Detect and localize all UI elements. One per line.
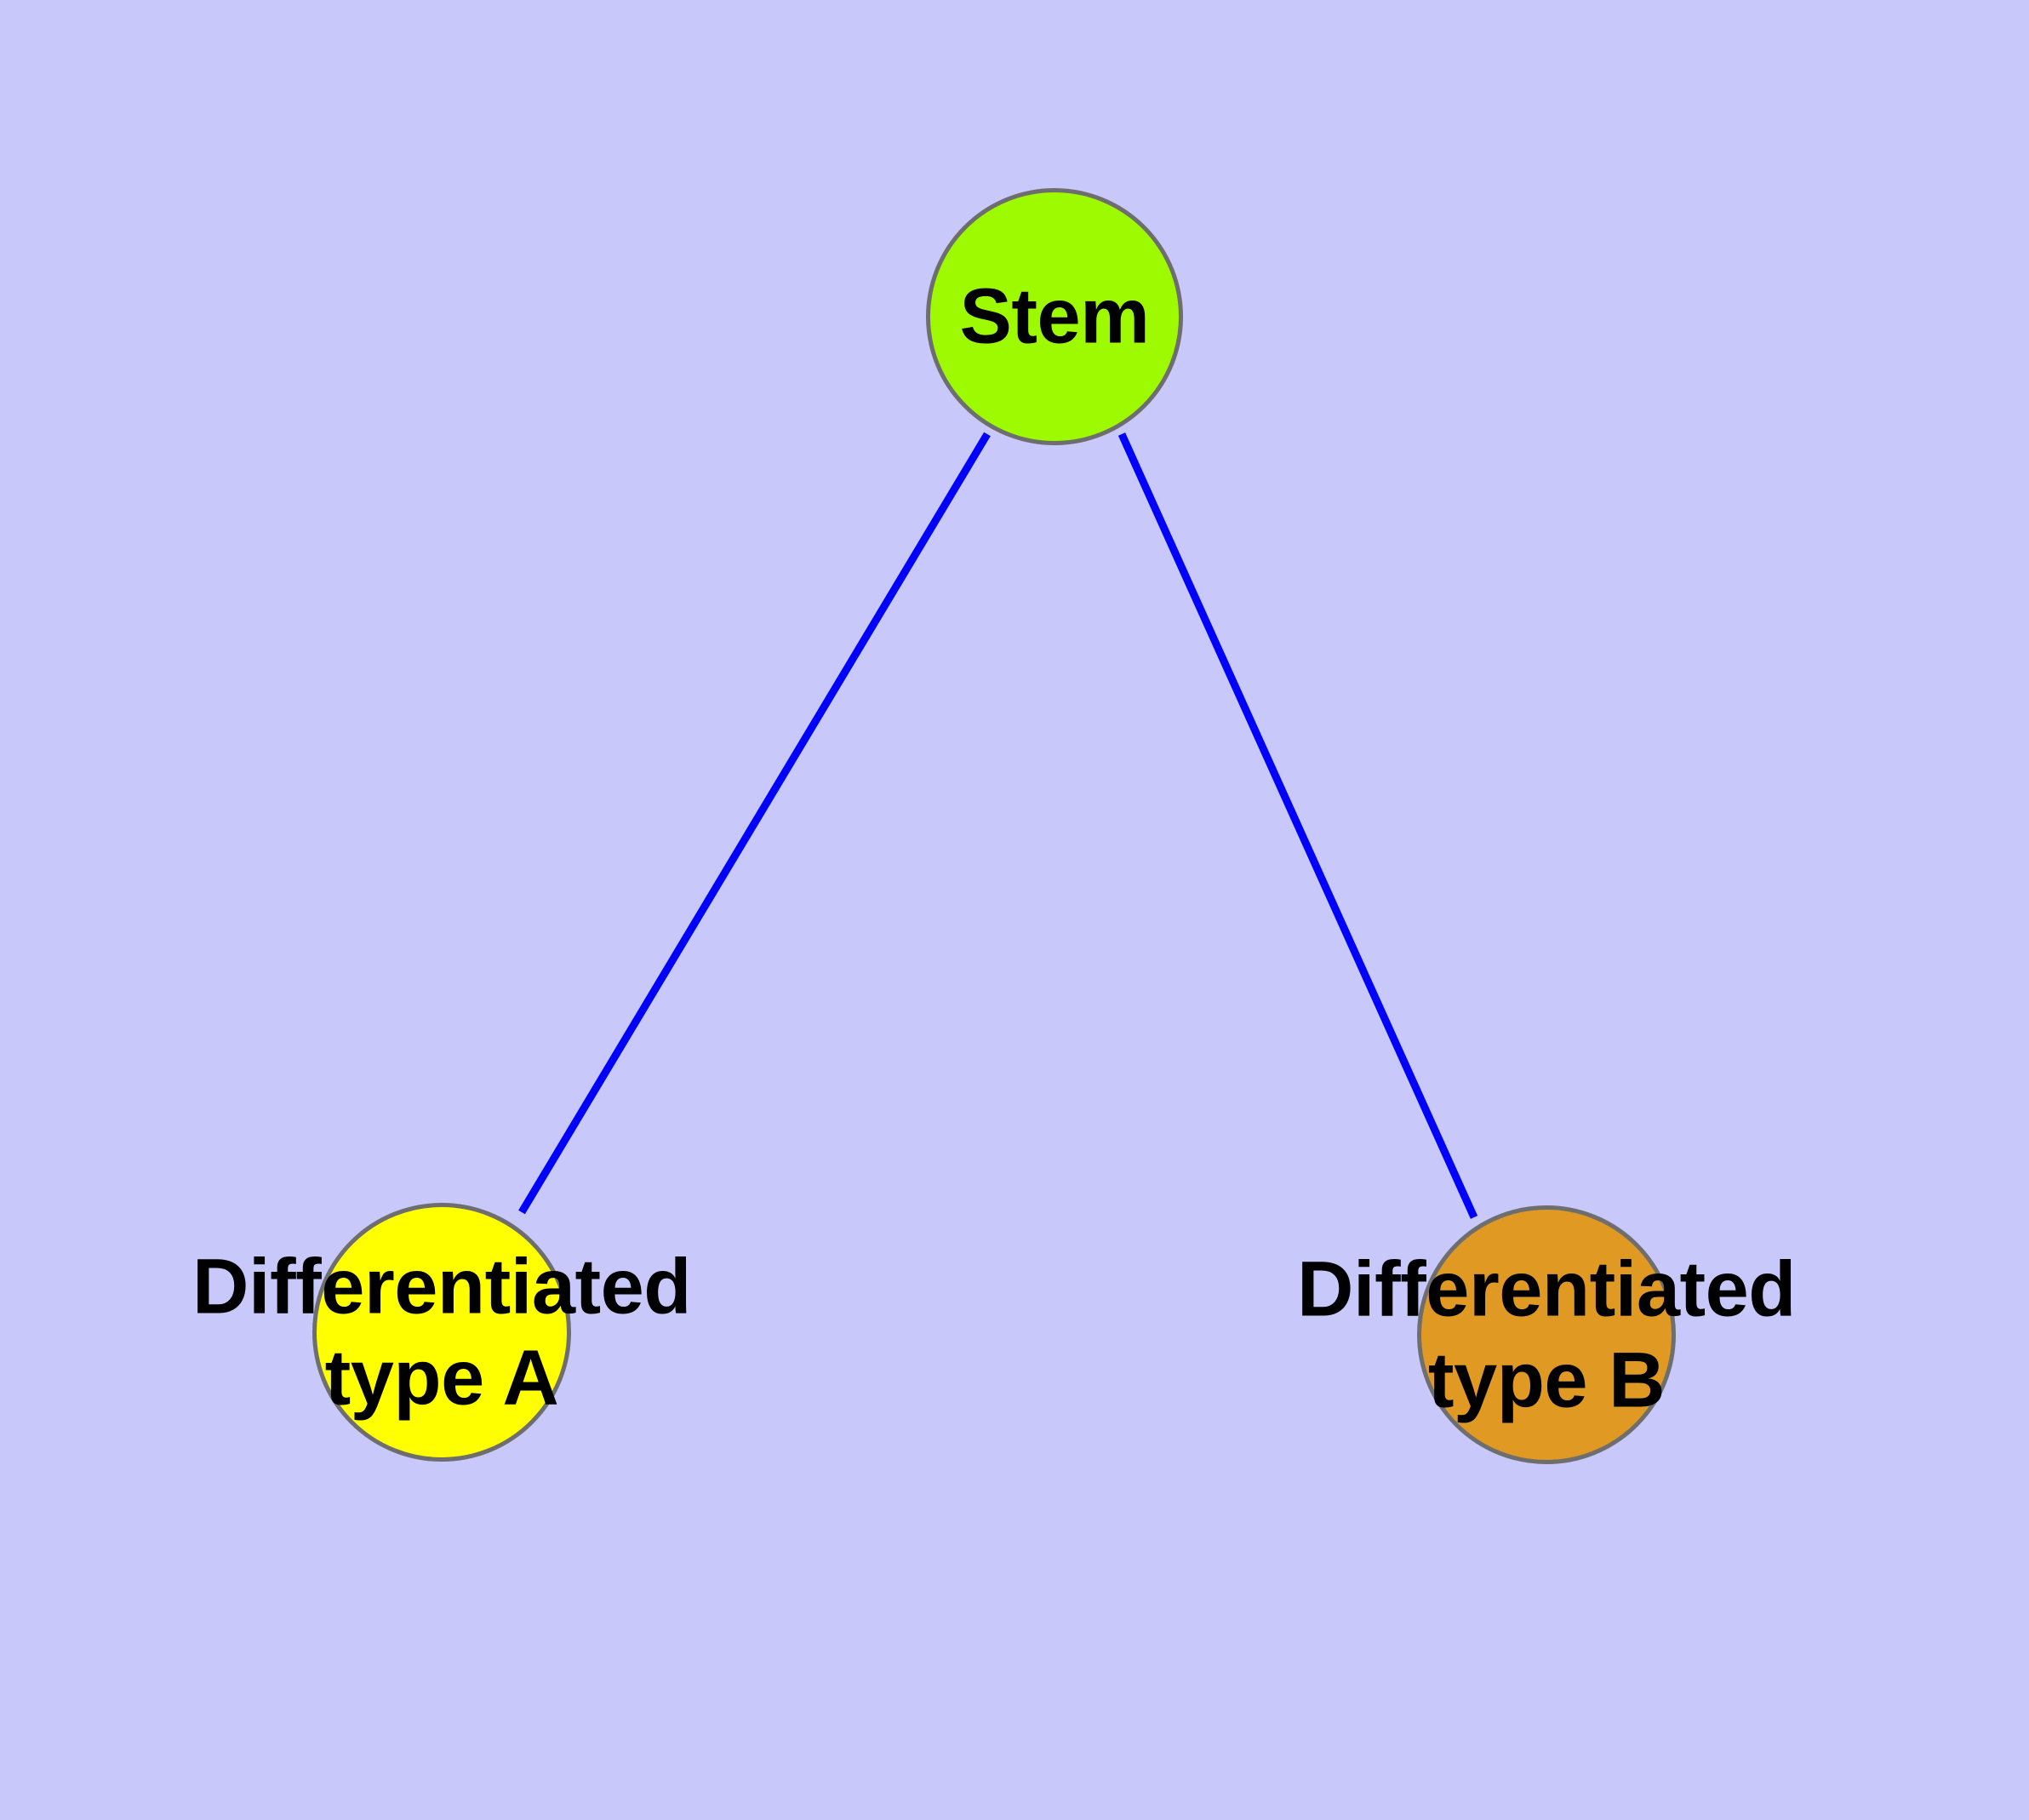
graph-node-label-diff_a: Differentiated type A xyxy=(192,1243,691,1421)
graph-node-diff_b[interactable]: Differentiated type B xyxy=(1297,1205,1796,1464)
graph-node-label-stem: Stem xyxy=(959,272,1150,360)
graph-node-label-diff_b: Differentiated type B xyxy=(1297,1245,1796,1423)
graph-node-diff_a[interactable]: Differentiated type A xyxy=(192,1203,691,1462)
graph-node-stem[interactable]: Stem xyxy=(926,188,1183,445)
